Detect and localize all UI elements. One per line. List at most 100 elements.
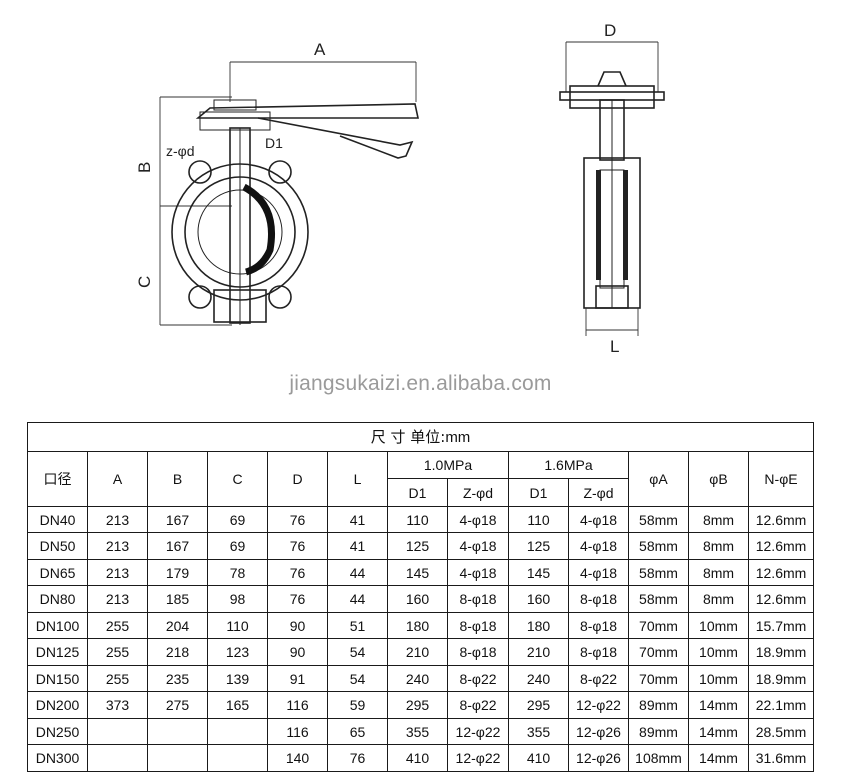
cell-d1-16: 110 — [508, 505, 569, 534]
cell-c: 139 — [207, 664, 268, 693]
cell-phi-a: 70mm — [628, 611, 689, 640]
cell-phi-a: 58mm — [628, 558, 689, 587]
cell-d: 90 — [267, 638, 328, 666]
cell-c: 110 — [207, 611, 268, 640]
cell-d1-16: 210 — [508, 638, 569, 666]
cell-n-phi-e: 12.6mm — [747, 505, 815, 534]
cell-d: 91 — [267, 664, 328, 693]
table-title: 尺 寸 单位:mm — [26, 422, 815, 452]
dim-label-b: B — [135, 162, 154, 173]
cell-phi-b: 8mm — [688, 558, 749, 587]
cell-d: 140 — [267, 744, 328, 772]
cell-size: DN40 — [27, 505, 88, 534]
cell-l: 54 — [327, 664, 388, 693]
cell-a: 213 — [87, 505, 148, 534]
cell-l: 41 — [327, 532, 388, 560]
header-pressure-16: 1.6MPa — [508, 450, 629, 480]
cell-a: 213 — [87, 585, 148, 613]
cell-zd-16: 12-φ26 — [568, 744, 629, 772]
header-a: A — [87, 450, 148, 507]
header-phi-b: φB — [688, 450, 749, 507]
cell-zd-10: 8-φ18 — [447, 638, 509, 666]
cell-a: 255 — [87, 664, 148, 693]
cell-size: DN300 — [27, 744, 88, 772]
cell-n-phi-e: 12.6mm — [747, 532, 815, 560]
cell-phi-a: 89mm — [628, 717, 689, 746]
cell-d: 76 — [267, 505, 328, 534]
cell-zd-10: 4-φ18 — [447, 558, 509, 587]
cell-zd-16: 8-φ18 — [568, 585, 629, 613]
cell-b: 185 — [147, 585, 208, 613]
header-b: B — [147, 450, 208, 507]
cell-d: 116 — [267, 691, 328, 719]
header-phi-a: φA — [628, 450, 689, 507]
cell-d1-16: 295 — [508, 691, 569, 719]
cell-c: 69 — [207, 532, 268, 560]
cell-d: 76 — [267, 585, 328, 613]
cell-size: DN65 — [27, 558, 88, 587]
watermark-text: jiangsukaizi.en.alibaba.com — [289, 372, 552, 395]
cell-size: DN80 — [27, 585, 88, 613]
cell-phi-a: 108mm — [628, 744, 689, 772]
cell-d: 76 — [267, 558, 328, 587]
cell-b: 235 — [147, 664, 208, 693]
header-d1-10: D1 — [387, 478, 448, 507]
table-title-unit: mm — [445, 429, 471, 447]
cell-d1-10: 355 — [387, 717, 448, 746]
cell-zd-16: 8-φ22 — [568, 664, 629, 693]
cell-d: 76 — [267, 532, 328, 560]
cell-d1-16: 240 — [508, 664, 569, 693]
header-d1-16: D1 — [508, 478, 569, 507]
cell-d1-10: 145 — [387, 558, 448, 587]
cell-l: 44 — [327, 585, 388, 613]
cell-l: 65 — [327, 717, 388, 746]
cell-d1-16: 180 — [508, 611, 569, 640]
cell-l: 44 — [327, 558, 388, 587]
side-view: D L — [559, 21, 665, 356]
cell-zd-10: 12-φ22 — [447, 744, 509, 772]
cell-d1-16: 355 — [508, 717, 569, 746]
header-size: 口径 — [27, 450, 88, 507]
dimension-table: 尺 寸 单位:mm 口径 A B C D L 1.0MPa 1.6MPa φA … — [26, 422, 815, 772]
cell-zd-10: 8-φ22 — [447, 664, 509, 693]
cell-d1-16: 125 — [508, 532, 569, 560]
cell-n-phi-e: 12.6mm — [747, 585, 815, 613]
dim-label-a: A — [314, 40, 326, 59]
cell-phi-b: 8mm — [688, 505, 749, 534]
cell-l: 54 — [327, 638, 388, 666]
cell-a: 213 — [87, 558, 148, 587]
cell-c: 98 — [207, 585, 268, 613]
cell-a — [87, 744, 148, 772]
cell-zd-16: 12-φ26 — [568, 717, 629, 746]
dim-label-d1: D1 — [265, 135, 283, 151]
valve-technical-drawing: A B C z-φd D1 D — [135, 21, 665, 356]
cell-phi-a: 58mm — [628, 532, 689, 560]
cell-a: 213 — [87, 532, 148, 560]
cell-size: DN150 — [27, 664, 88, 693]
cell-zd-10: 8-φ18 — [447, 585, 509, 613]
cell-b — [147, 717, 208, 746]
cell-size: DN200 — [27, 691, 88, 719]
cell-phi-b: 10mm — [688, 611, 749, 640]
cell-n-phi-e: 28.5mm — [747, 717, 815, 746]
cell-c: 69 — [207, 505, 268, 534]
cell-phi-a: 58mm — [628, 585, 689, 613]
cell-zd-10: 8-φ18 — [447, 611, 509, 640]
header-l: L — [327, 450, 388, 507]
cell-b: 218 — [147, 638, 208, 666]
cell-l: 76 — [327, 744, 388, 772]
cell-zd-10: 8-φ22 — [447, 691, 509, 719]
header-zd-10: Z-φd — [447, 478, 509, 507]
cell-b: 179 — [147, 558, 208, 587]
cell-zd-10: 4-φ18 — [447, 505, 509, 534]
cell-phi-b: 14mm — [688, 717, 749, 746]
front-view: A B C z-φd D1 — [135, 40, 419, 326]
cell-phi-b: 8mm — [688, 532, 749, 560]
